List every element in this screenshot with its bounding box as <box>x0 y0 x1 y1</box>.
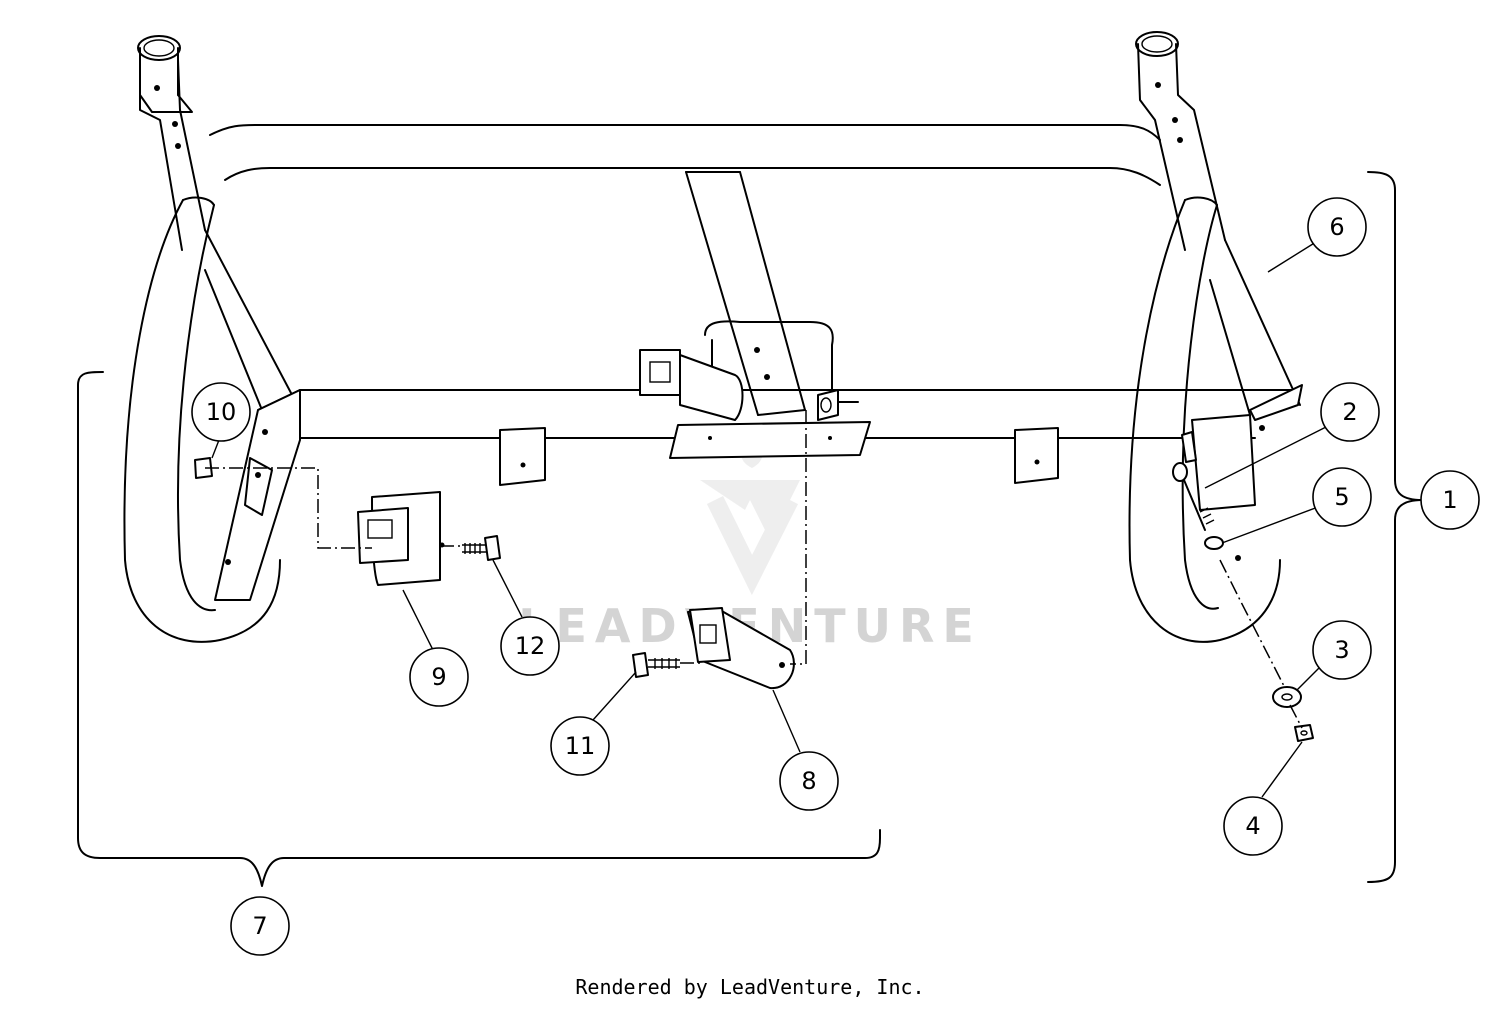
part-11-bolt <box>632 652 680 678</box>
part-2-latch <box>1172 414 1256 531</box>
part-5-washer <box>1204 536 1224 550</box>
callout-8: 8 <box>779 751 839 811</box>
callout-1: 1 <box>1420 470 1480 530</box>
callout-5-label: 5 <box>1334 483 1349 511</box>
callout-11: 11 <box>550 716 610 776</box>
bracket-7 <box>77 371 881 887</box>
handle-frame <box>123 31 1303 643</box>
callout-2: 2 <box>1320 382 1380 442</box>
part-12-bolt <box>462 535 501 561</box>
callout-10: 10 <box>191 382 251 442</box>
callout-9-label: 9 <box>431 663 446 691</box>
callout-7-label: 7 <box>252 912 267 940</box>
footer-credit: Rendered by LeadVenture, Inc. <box>575 975 925 999</box>
callout-8-label: 8 <box>801 767 816 795</box>
part-10-nut-bracket <box>194 457 273 516</box>
callout-11-label: 11 <box>565 732 596 760</box>
callout-7: 7 <box>230 896 290 956</box>
callout-1-label: 1 <box>1442 486 1457 514</box>
assembly-lines <box>205 410 1303 729</box>
part-8-clip <box>687 607 795 690</box>
callout-6: 6 <box>1307 197 1367 257</box>
callout-2-label: 2 <box>1342 398 1357 426</box>
leader-lines <box>211 241 1331 798</box>
callout-3-label: 3 <box>1334 636 1349 664</box>
callout-12: 12 <box>500 616 560 676</box>
callout-4: 4 <box>1223 796 1283 856</box>
part-3-washer <box>1272 686 1302 708</box>
callout-5: 5 <box>1312 467 1372 527</box>
callout-9: 9 <box>409 647 469 707</box>
callout-12-label: 12 <box>515 632 546 660</box>
callout-3: 3 <box>1312 620 1372 680</box>
callout-6-label: 6 <box>1329 213 1344 241</box>
part-9-clip <box>357 491 445 586</box>
part-4-nut <box>1294 724 1314 742</box>
callout-4-label: 4 <box>1245 812 1260 840</box>
callout-10-label: 10 <box>206 398 237 426</box>
bracket-1 <box>1367 171 1423 883</box>
